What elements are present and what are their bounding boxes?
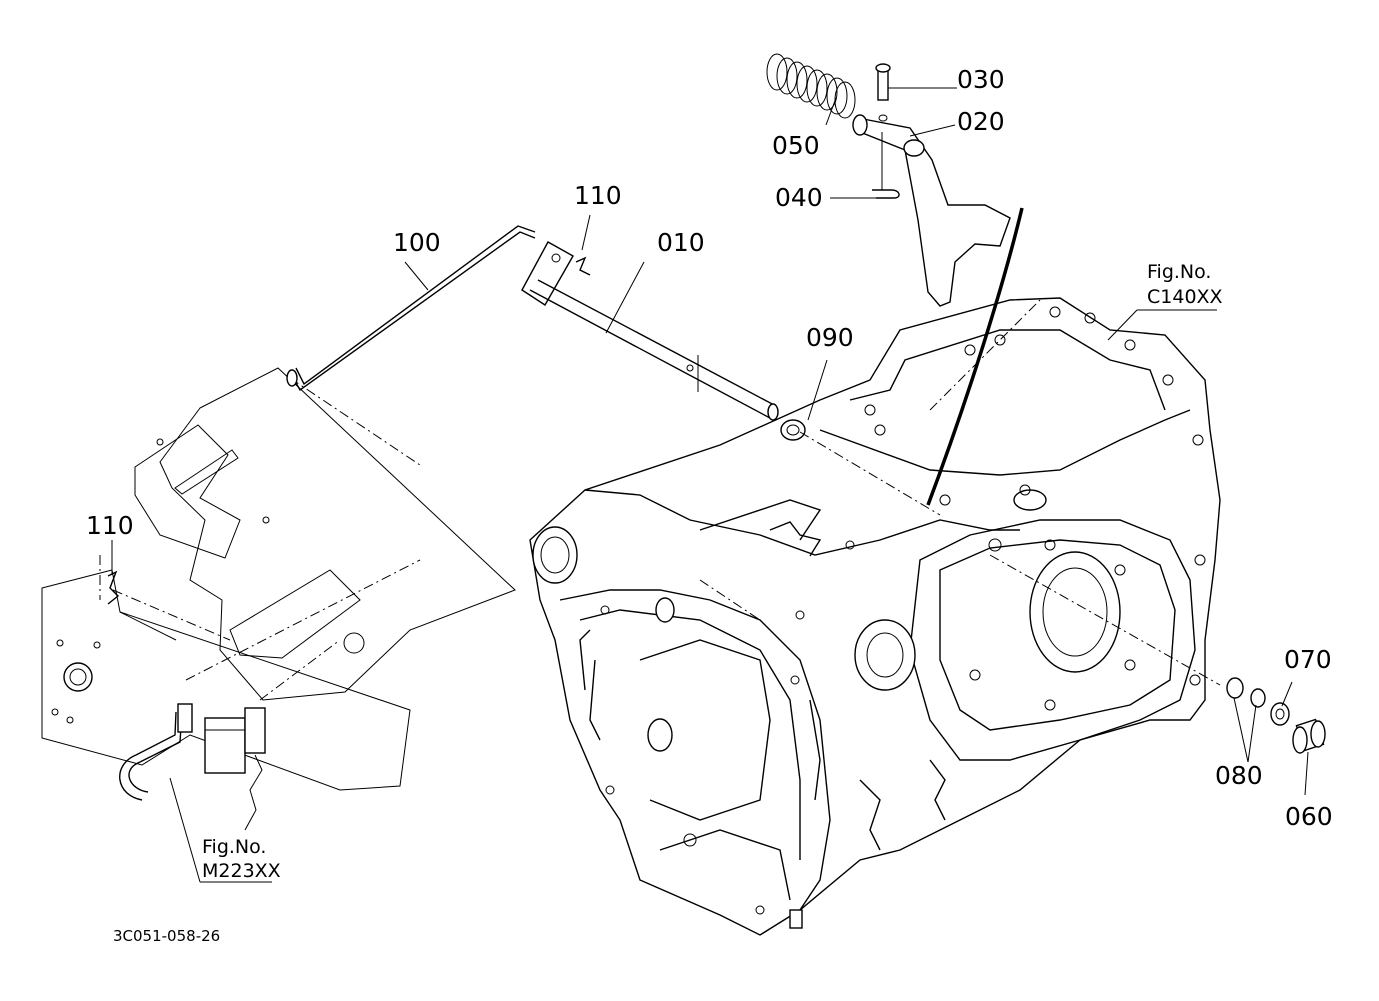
- transmission-case: [529, 207, 1221, 936]
- drawing-id: 3C051-058-26: [113, 927, 220, 945]
- figure-reference-number: M223XX: [202, 860, 281, 882]
- shift-fork-020: [852, 114, 1011, 307]
- callout-040: 040: [775, 183, 823, 212]
- plug-assembly: [1226, 677, 1326, 754]
- callout-080: 080: [1215, 761, 1263, 790]
- rod-100: [286, 225, 536, 392]
- callout-060: 060: [1285, 802, 1333, 831]
- callout-110-upper: 110: [574, 181, 622, 210]
- shaft-010: [521, 241, 779, 421]
- callout-030: 030: [957, 65, 1005, 94]
- figure-reference-m223xx: Fig.No. M223XX: [202, 836, 281, 882]
- callout-020: 020: [957, 107, 1005, 136]
- callout-110-lower: 110: [86, 511, 134, 540]
- figure-reference-label: Fig.No.: [1147, 261, 1211, 283]
- floor-plate-assembly: [41, 367, 516, 831]
- figure-reference-number: C140XX: [1147, 286, 1223, 308]
- callout-050: 050: [772, 131, 820, 160]
- seal-090: [780, 419, 806, 441]
- clip-040: [872, 189, 900, 199]
- leader-lines: [107, 87, 1309, 883]
- figure-reference-label: Fig.No.: [202, 836, 266, 858]
- spring-050: [766, 53, 856, 119]
- figure-reference-c140xx: Fig.No. C140XX: [1147, 261, 1223, 308]
- callout-100: 100: [393, 228, 441, 257]
- pin-030: [875, 63, 891, 101]
- callout-010: 010: [657, 228, 705, 257]
- callout-labels: 030 020 050 040 110 100 010 090 110 070 …: [86, 65, 1333, 831]
- callout-070: 070: [1284, 645, 1332, 674]
- callout-090: 090: [806, 323, 854, 352]
